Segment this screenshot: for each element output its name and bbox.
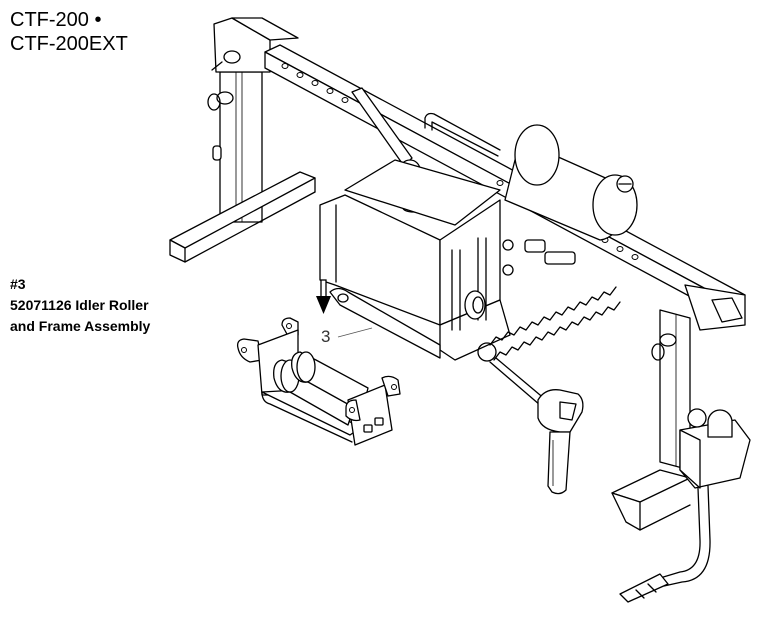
pulley-housing <box>319 159 576 361</box>
callout-part-line-1: 52071126 Idler Roller <box>10 297 149 313</box>
probe-cable <box>619 485 711 603</box>
reference-leader-line <box>337 327 373 338</box>
down-arrow-indicator <box>316 279 331 314</box>
motor <box>504 124 638 241</box>
callout-item-label: #3 <box>10 276 26 292</box>
right-stand <box>611 309 751 531</box>
part-callout: #3 52071126 Idler Roller and Frame Assem… <box>10 274 150 337</box>
diagram-title: CTF-200 • CTF-200EXT <box>10 8 128 56</box>
title-line-1: CTF-200 • <box>10 9 102 31</box>
callout-part-line-2: and Frame Assembly <box>10 318 151 334</box>
hand-controller <box>489 357 584 495</box>
reference-number: 3 <box>321 327 331 346</box>
perforated-crossbar <box>264 44 746 331</box>
left-stand <box>169 17 316 263</box>
idler-roller-assembly <box>236 317 401 446</box>
title-line-2: CTF-200EXT <box>10 33 128 55</box>
probe-tip <box>619 573 669 603</box>
extension-spring <box>477 286 621 362</box>
carry-handle <box>424 112 501 157</box>
